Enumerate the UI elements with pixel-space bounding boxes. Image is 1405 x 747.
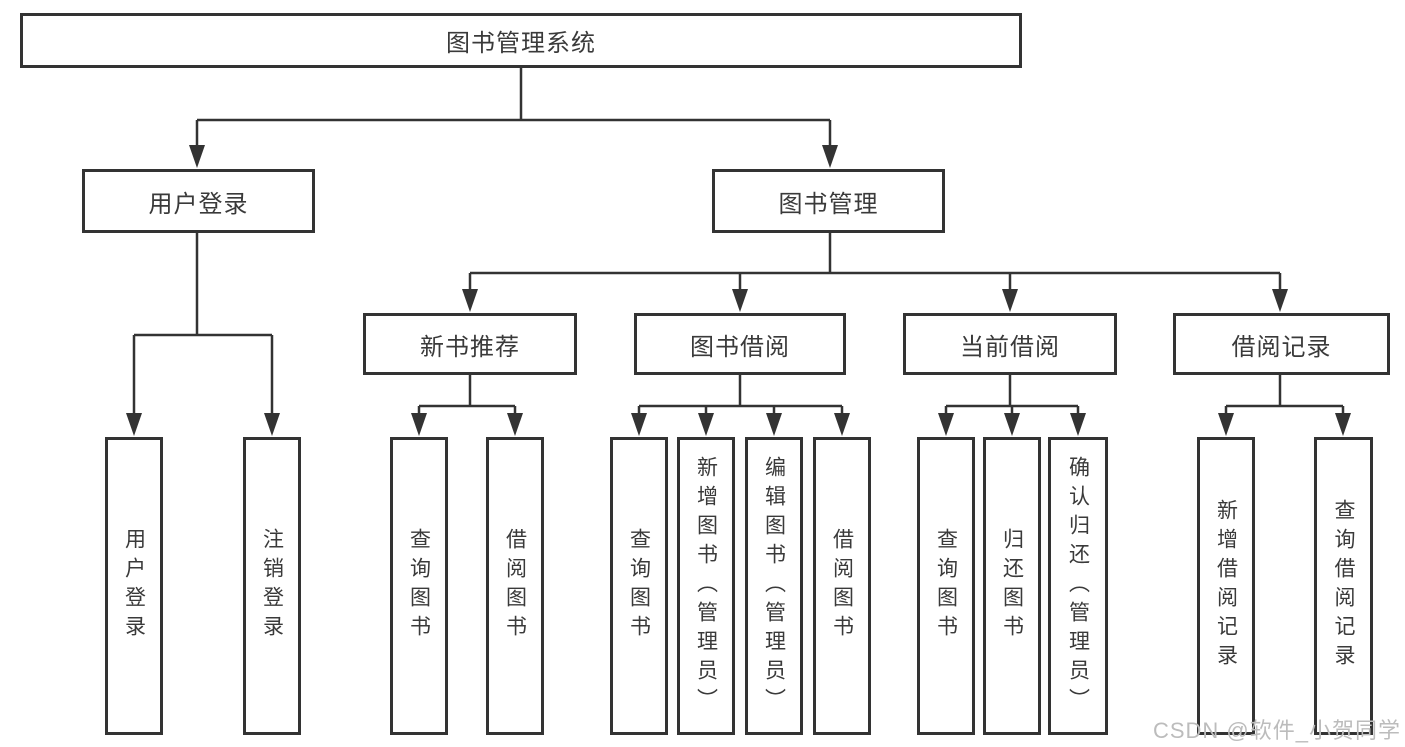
node-leaf-query-books: 查询图书 (610, 437, 668, 735)
node-leaf-query-borrow-record: 查询借阅记录 (1314, 437, 1373, 735)
node-leaf-add-borrow-record: 新增借阅记录 (1197, 437, 1255, 735)
node-leaf-add-books-admin: 新增图书（管理员） (677, 437, 735, 735)
node-library-management-system: 图书管理系统 (20, 13, 1022, 68)
node-book-borrow: 图书借阅 (634, 313, 846, 375)
node-leaf-query-books: 查询图书 (390, 437, 448, 735)
node-leaf-borrow-books: 借阅图书 (486, 437, 544, 735)
node-book-management: 图书管理 (712, 169, 945, 233)
node-leaf-edit-books-admin: 编辑图书（管理员） (745, 437, 803, 735)
node-leaf-confirm-return-admin: 确认归还（管理员） (1048, 437, 1108, 735)
node-user-login: 用户登录 (82, 169, 315, 233)
csdn-watermark: CSDN @软件_小贺同学 (1152, 718, 1401, 743)
node-leaf-borrow-books: 借阅图书 (813, 437, 871, 735)
node-borrow-records: 借阅记录 (1173, 313, 1390, 375)
node-current-borrow: 当前借阅 (903, 313, 1117, 375)
node-leaf-logout: 注销登录 (243, 437, 301, 735)
node-leaf-query-books: 查询图书 (917, 437, 975, 735)
node-new-book-recommend: 新书推荐 (363, 313, 577, 375)
node-leaf-user-login: 用户登录 (105, 437, 163, 735)
node-leaf-return-books: 归还图书 (983, 437, 1041, 735)
